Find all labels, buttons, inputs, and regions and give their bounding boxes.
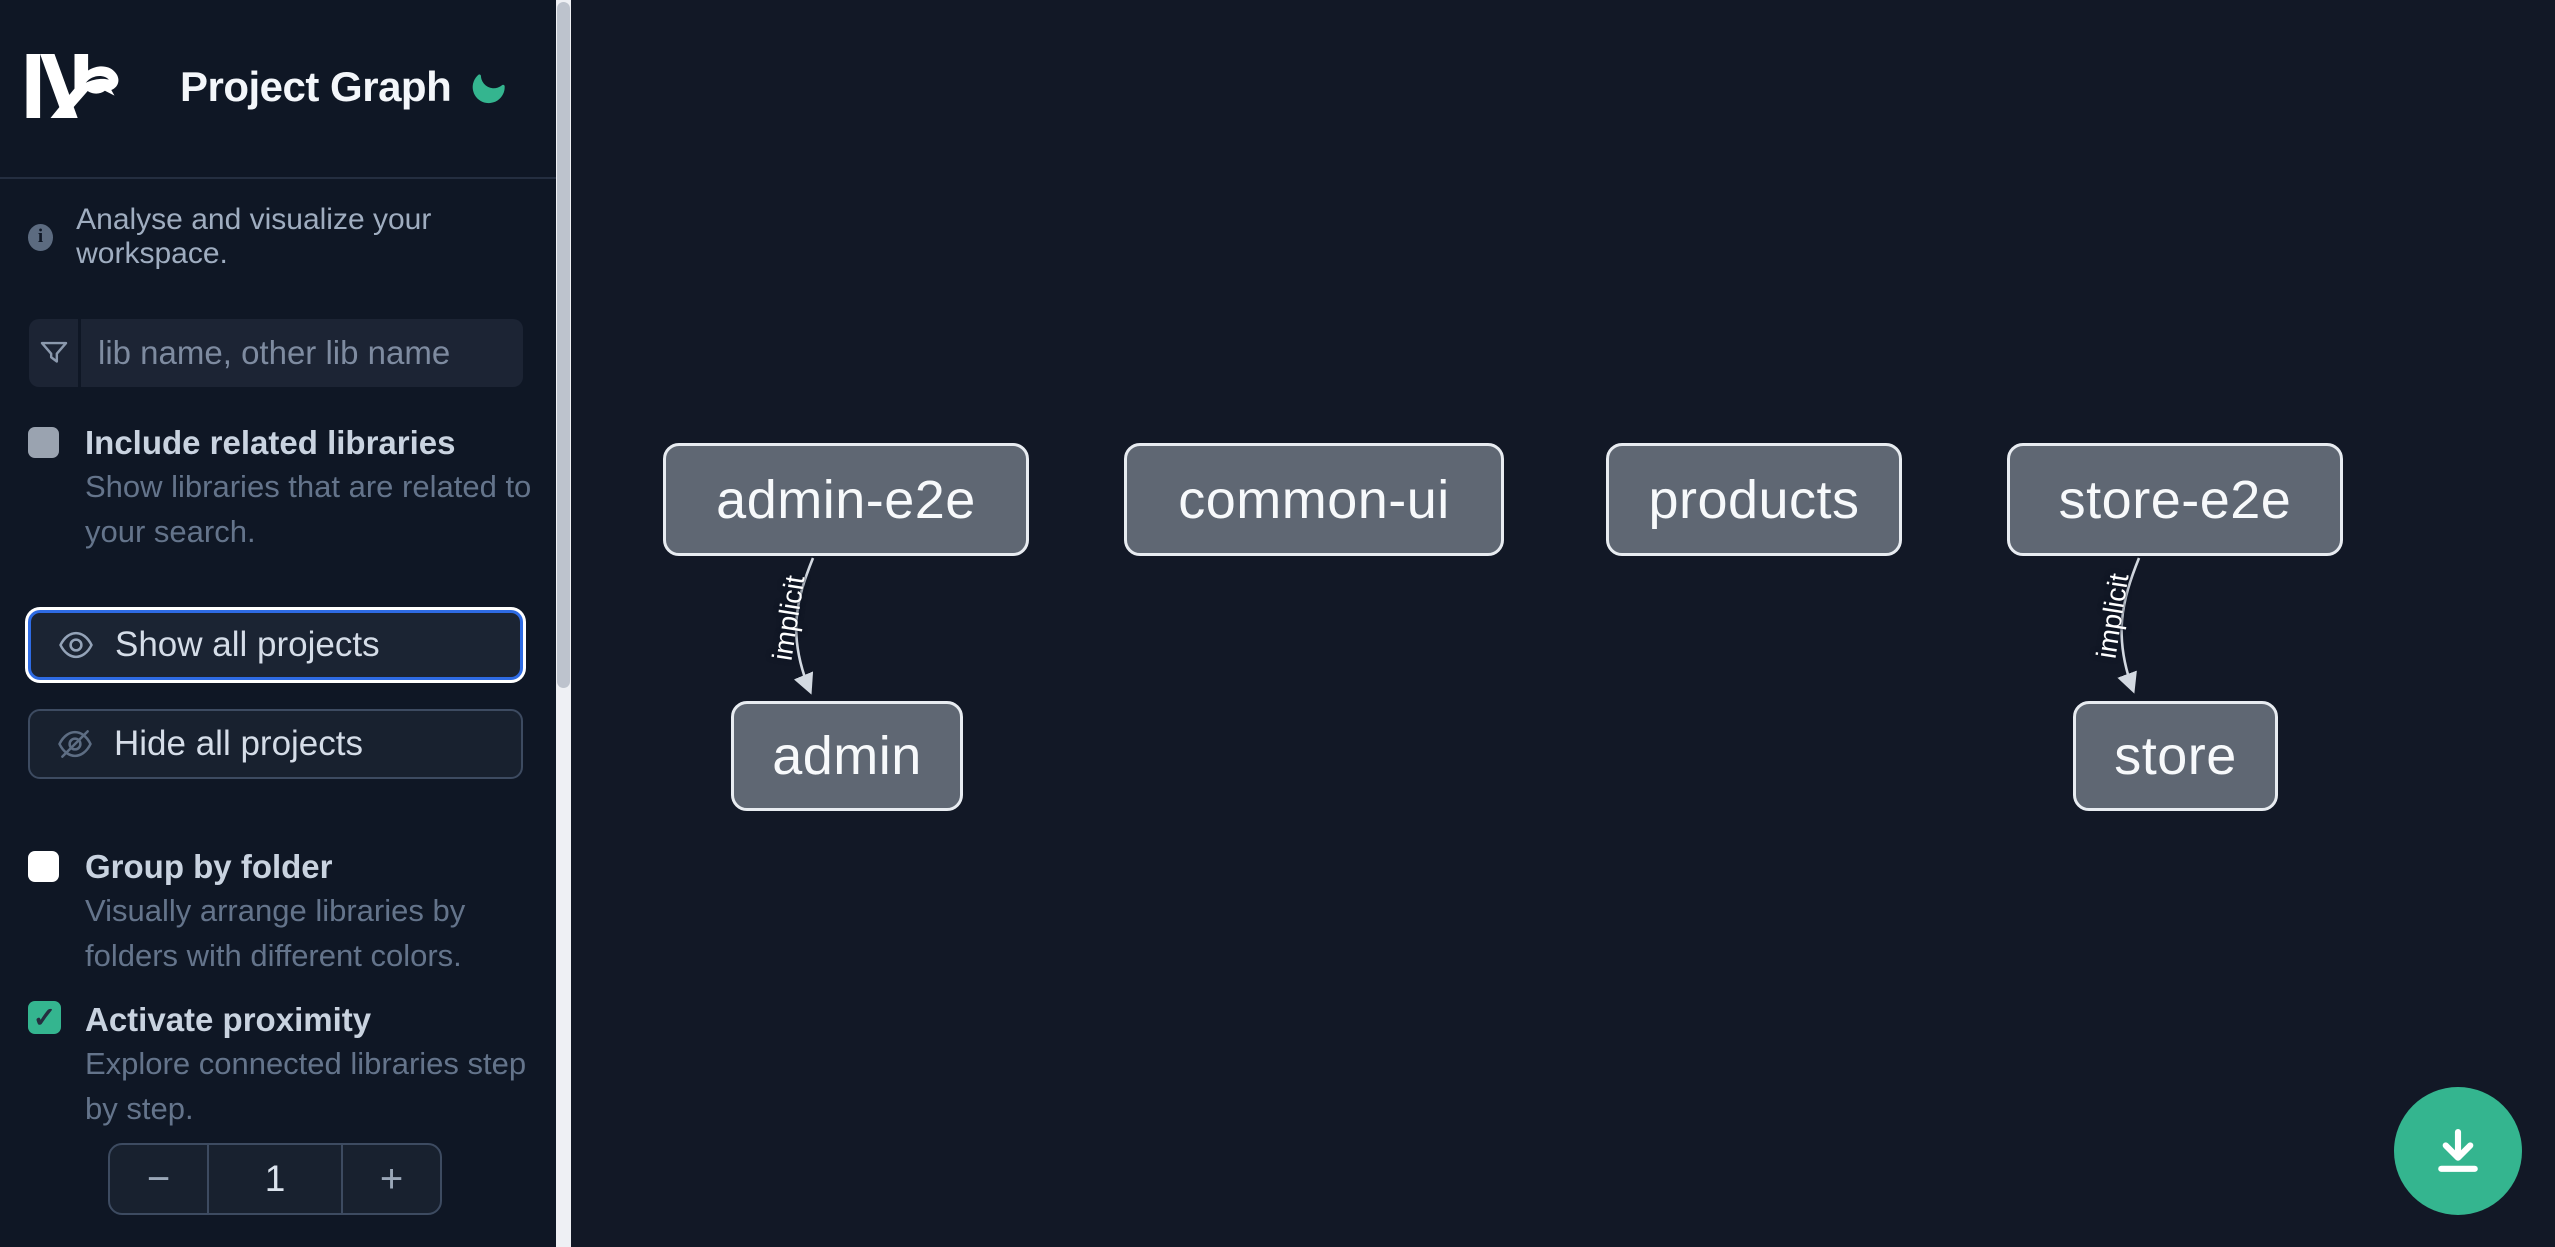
show-all-projects-button[interactable]: Show all projects	[28, 610, 523, 680]
info-icon: i	[28, 223, 54, 251]
checkbox-group-by-folder[interactable]	[28, 851, 59, 882]
graph-node-products[interactable]: products	[1606, 443, 1902, 556]
funnel-icon	[29, 319, 81, 387]
graph-node-admin-e2e[interactable]: admin-e2e	[663, 443, 1029, 556]
option-description: Explore connected libraries step by step…	[85, 1046, 527, 1126]
check-icon: ✓	[32, 1002, 57, 1033]
filter-input-group	[29, 319, 523, 387]
graph-node-common-ui[interactable]: common-ui	[1124, 443, 1504, 556]
option-description: Show libraries that are related to your …	[85, 469, 532, 549]
graph-node-store[interactable]: store	[2073, 701, 2278, 811]
stepper-value: 1	[207, 1145, 343, 1213]
sidebar: Project Graph i Analyse and visualize yo…	[0, 0, 556, 1247]
option-label[interactable]: Include related libraries	[85, 424, 456, 461]
graph-canvas[interactable]: implicit implicit admin-e2e common-ui pr…	[571, 0, 2555, 1247]
graph-node-admin[interactable]: admin	[731, 701, 963, 811]
edge-admin-e2e-admin[interactable]	[793, 557, 815, 695]
download-graph-button[interactable]	[2394, 1087, 2522, 1215]
theme-toggle-button[interactable]	[468, 68, 508, 108]
page-title: Project Graph	[180, 63, 452, 110]
option-description: Visually arrange libraries by folders wi…	[85, 893, 466, 973]
eye-icon	[57, 626, 95, 664]
download-icon	[2438, 1128, 2478, 1172]
intro-row: i Analyse and visualize your workspace.	[28, 203, 556, 271]
checkbox-include-related[interactable]	[28, 427, 59, 458]
graph-node-store-e2e[interactable]: store-e2e	[2007, 443, 2343, 556]
eye-off-icon	[56, 725, 94, 763]
decrement-button[interactable]: −	[146, 1156, 171, 1201]
button-label: Show all projects	[115, 625, 380, 664]
checkbox-activate-proximity[interactable]: ✓	[28, 1001, 61, 1034]
hide-all-projects-button[interactable]: Hide all projects	[28, 709, 523, 779]
proximity-depth-stepper: − 1 +	[108, 1143, 442, 1215]
intro-text: Analyse and visualize your workspace.	[76, 203, 432, 270]
sidebar-scrollbar-thumb[interactable]	[557, 2, 570, 688]
header-divider	[0, 177, 556, 179]
option-label[interactable]: Activate proximity	[85, 1001, 372, 1038]
edge-store-e2e-store[interactable]	[2117, 557, 2141, 694]
filter-input[interactable]	[81, 319, 523, 387]
edge-layer	[793, 557, 2141, 695]
option-label[interactable]: Group by folder	[85, 848, 333, 885]
increment-button[interactable]: +	[379, 1156, 404, 1201]
sidebar-scrollbar-track[interactable]	[556, 0, 571, 1247]
button-label: Hide all projects	[114, 724, 363, 763]
moon-icon	[472, 74, 505, 104]
nx-logo	[26, 54, 119, 118]
